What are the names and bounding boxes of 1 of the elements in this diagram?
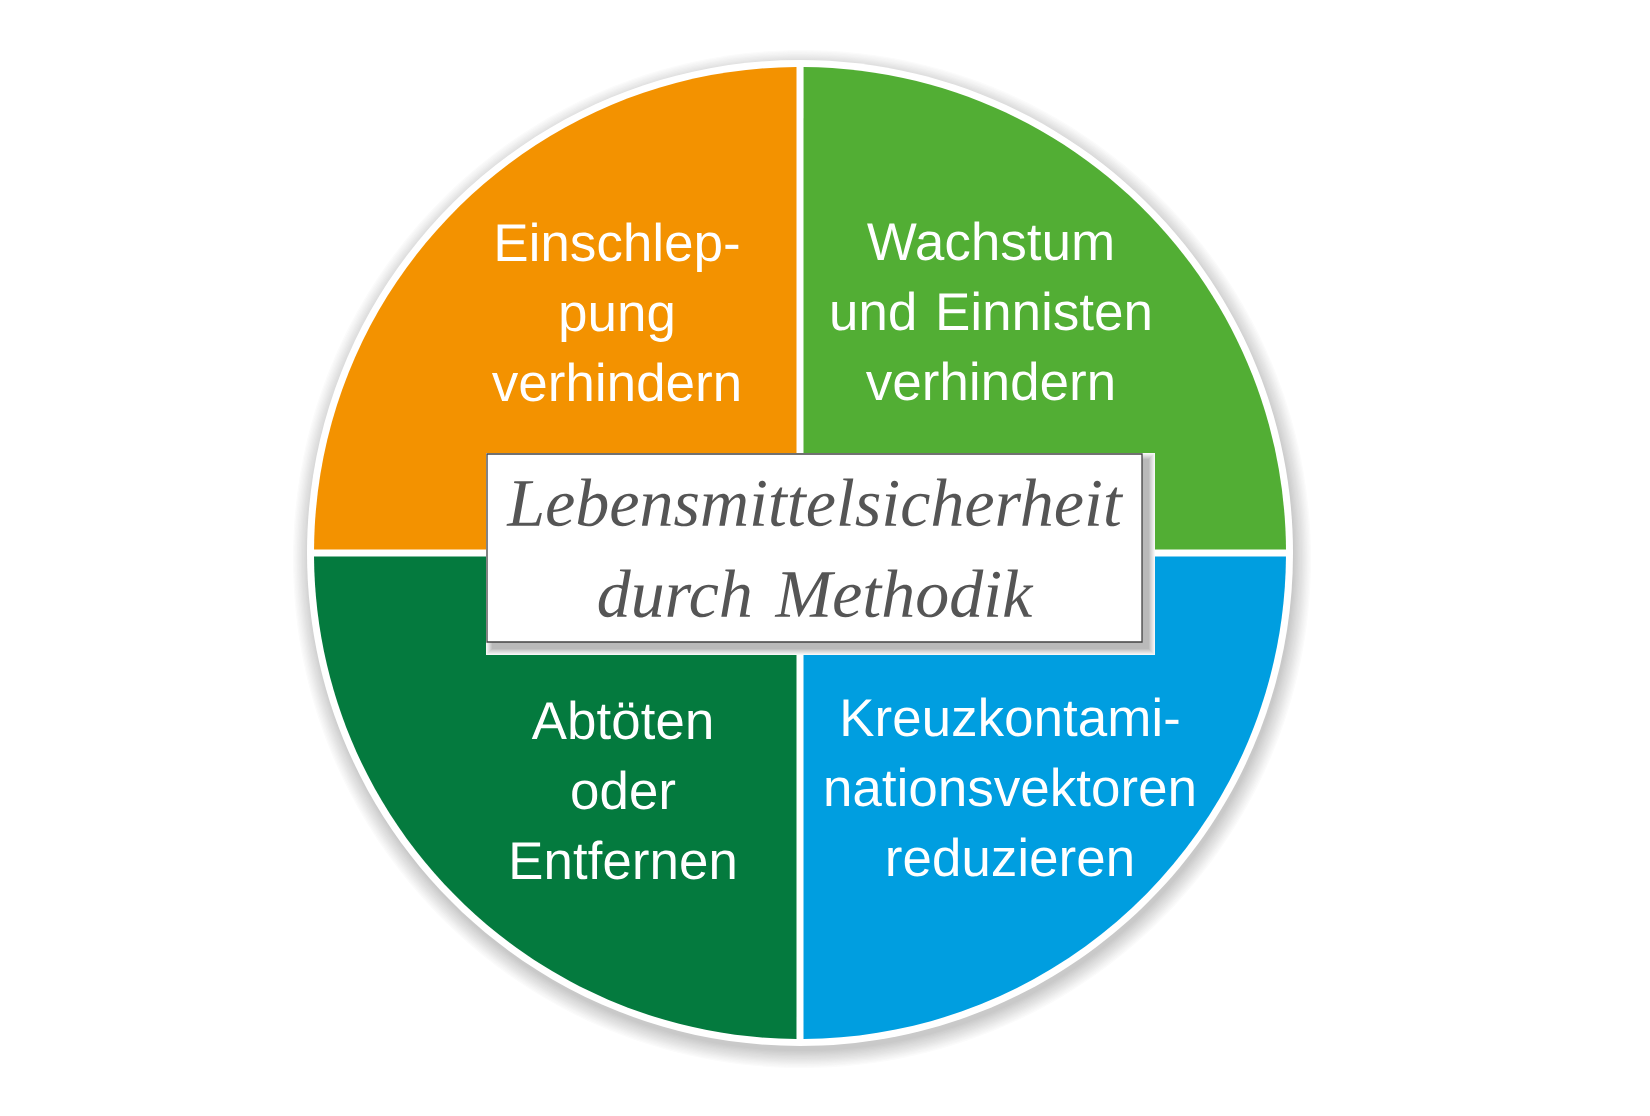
title-box: Lebensmittelsicherheit durch Methodik bbox=[486, 453, 1155, 655]
